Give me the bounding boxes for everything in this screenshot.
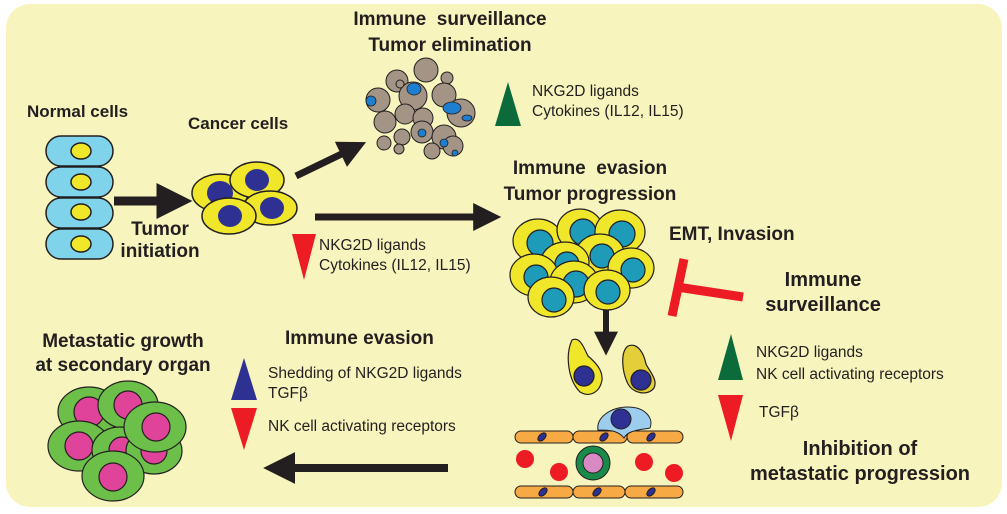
tumor-initiation-label: Tumor initiation bbox=[115, 219, 205, 263]
progression-factors: NKG2D ligands Cytokines (IL12, IL15) bbox=[319, 236, 471, 276]
surveillance-heading-line-2: Tumor elimination bbox=[368, 35, 532, 56]
cancer-cells bbox=[191, 161, 298, 235]
surveillance-heading-line-1: Immune surveillance bbox=[353, 9, 547, 30]
factor-item: Cytokines (IL12, IL15) bbox=[532, 103, 684, 120]
emt-invasion-label: EMT, Invasion bbox=[669, 224, 795, 245]
evasion-up-factors: Shedding of NKG2D ligands TGFβ bbox=[268, 364, 462, 404]
factor-item: NKG2D ligands bbox=[756, 344, 863, 361]
inhibition-label: Inhibition of metastatic progression bbox=[725, 437, 995, 487]
factor-item: Cytokines (IL12, IL15) bbox=[319, 257, 471, 274]
arrow-to-elimination bbox=[294, 141, 367, 180]
tumor-progression-cells bbox=[509, 208, 655, 318]
blood-vessel bbox=[514, 406, 684, 499]
down-triangle-evasion bbox=[231, 408, 257, 450]
evasion-down-factors: NK cell activating receptors bbox=[268, 418, 456, 435]
elimination-factors: NKG2D ligands Cytokines (IL12, IL15) bbox=[532, 82, 684, 122]
tumor-initiation-line-2: initiation bbox=[120, 241, 200, 262]
evasion-heading-line-1: Immune evasion bbox=[512, 158, 668, 179]
tumor-initiation-line-1: Tumor bbox=[131, 219, 189, 240]
inhibition-down-factors: TGFβ bbox=[759, 404, 799, 421]
factor-item: NK cell activating receptors bbox=[756, 366, 944, 383]
evasion-heading: Immune evasion Tumor progression bbox=[470, 158, 710, 206]
factor-item: Shedding of NKG2D ligands bbox=[268, 365, 462, 382]
factor-item: TGFβ bbox=[268, 385, 308, 402]
metastatic-label: Metastatic growth at secondary organ bbox=[18, 331, 228, 377]
inhibition-line-2: metastatic progression bbox=[749, 463, 971, 485]
up-triangle-inhibition bbox=[718, 334, 743, 380]
factor-item: NKG2D ligands bbox=[532, 83, 639, 100]
immune-evasion-label: Immune evasion bbox=[285, 328, 434, 349]
down-triangle-inhibition bbox=[718, 395, 743, 441]
metastatic-cells bbox=[47, 380, 187, 502]
immune-surveillance-line-2: surveillance bbox=[765, 294, 881, 316]
eliminated-cell-nuclei bbox=[365, 82, 473, 157]
inhibition-bar bbox=[667, 258, 744, 317]
normal-cells bbox=[45, 135, 114, 260]
invasive-cells bbox=[567, 338, 656, 395]
evasion-heading-line-2: Tumor progression bbox=[503, 184, 677, 205]
metastatic-line-2: at secondary organ bbox=[35, 355, 211, 376]
up-triangle-evasion bbox=[231, 358, 257, 400]
inhibition-up-factors: NKG2D ligands NK cell activating recepto… bbox=[756, 343, 944, 385]
immune-surveillance-line-1: Immune bbox=[784, 269, 862, 291]
normal-cells-label: Normal cells bbox=[27, 102, 129, 121]
immune-surveillance-label: Immune surveillance bbox=[748, 268, 898, 318]
down-triangle-progression bbox=[292, 234, 316, 280]
inhibition-line-1: Inhibition of bbox=[802, 438, 918, 460]
up-triangle-elimination bbox=[495, 82, 521, 126]
factor-item: NKG2D ligands bbox=[319, 237, 426, 254]
metastatic-line-1: Metastatic growth bbox=[42, 331, 204, 352]
surveillance-heading: Immune surveillance Tumor elimination bbox=[330, 9, 570, 57]
cancer-cells-label: Cancer cells bbox=[188, 114, 289, 133]
